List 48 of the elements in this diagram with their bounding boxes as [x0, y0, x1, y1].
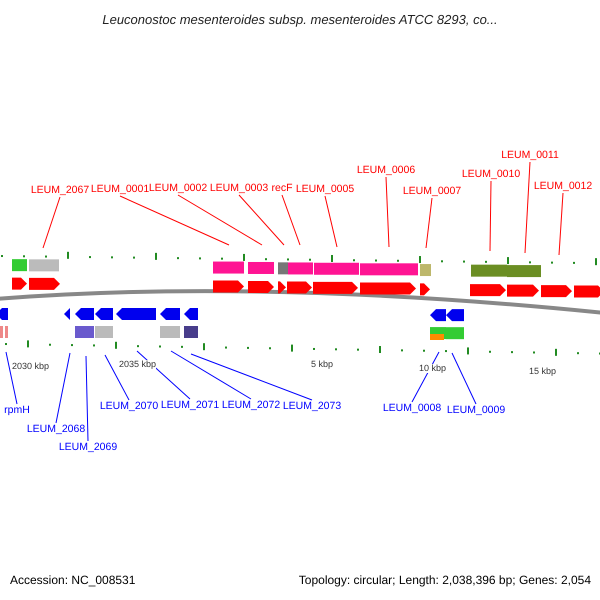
gene-label: LEUM_2068 — [26, 423, 86, 436]
gene-label: LEUM_0008 — [382, 402, 442, 415]
leader-line — [42, 196, 60, 248]
gene-label: LEUM_2070 — [100, 400, 158, 413]
genome-info-text: Topology: circular; Length: 2,038,396 bp; Genes: 2,054 — [298, 574, 591, 586]
gene-label: rpmH — [4, 404, 30, 417]
leader-line — [324, 196, 338, 248]
gene-label: LEUM_2073 — [282, 400, 342, 413]
scale-label: 5 kbp — [311, 360, 334, 369]
gene-label: LEUM_2071 — [160, 399, 220, 412]
gene-label: LEUM_0001 — [90, 183, 150, 196]
leader-line — [190, 354, 312, 400]
leader-line — [524, 162, 530, 254]
gene-label: LEUM_0012 — [534, 180, 592, 193]
leader-line — [558, 192, 564, 256]
leader-line — [136, 350, 190, 400]
scale-label: 2035 kbp — [119, 360, 156, 369]
leader-line — [178, 194, 262, 246]
leader-line — [490, 180, 492, 252]
gene-label: LEUM_0007 — [402, 185, 462, 198]
leader-line — [386, 176, 390, 248]
leader-line — [170, 350, 252, 400]
leader-line — [104, 354, 130, 400]
leader-line — [452, 352, 476, 404]
leader-line — [412, 352, 440, 402]
scale-label: 15 kbp — [529, 367, 556, 376]
leader-line — [6, 352, 18, 404]
gene-label: LEUM_0005 — [296, 183, 354, 196]
scale-label: 10 kbp — [419, 364, 446, 373]
gene-label: recF — [272, 182, 292, 195]
gene-label: LEUM_0011 — [501, 149, 559, 162]
scale-label: 2030 kbp — [12, 362, 50, 371]
gene-label: LEUM_0006 — [356, 164, 416, 177]
leader-line — [238, 194, 284, 246]
leader-line — [86, 356, 88, 442]
gene-label: LEUM_2069 — [58, 441, 118, 454]
leader-line — [56, 352, 70, 424]
gene-label: LEUM_0009 — [446, 404, 506, 417]
leader-line — [120, 196, 230, 246]
gene-label: LEUM_0010 — [462, 168, 520, 181]
title: Leuconostoc mesenteroides subsp. mesenteroides ATCC 8293, co... — [101, 11, 499, 29]
accession-text: Accession: NC_008531 — [10, 574, 136, 586]
leader-line — [426, 198, 432, 248]
gene-label: LEUM_0002 — [148, 182, 208, 195]
gene-label: LEUM_2072 — [222, 399, 280, 412]
gene-label: LEUM_0003 — [210, 182, 268, 195]
gene-label: LEUM_2067 — [30, 184, 90, 197]
leader-line — [282, 194, 300, 246]
